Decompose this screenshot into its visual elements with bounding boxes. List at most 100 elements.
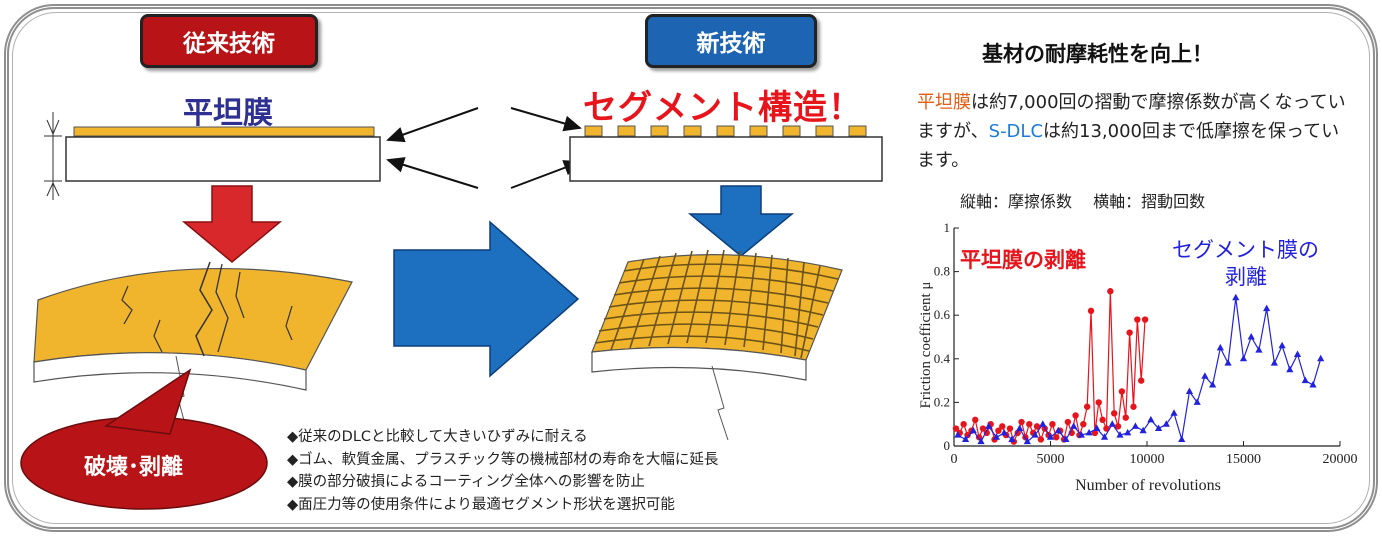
data-point: [1095, 399, 1102, 406]
data-point: [985, 422, 993, 429]
data-point: [1000, 428, 1008, 436]
data-point: [1301, 376, 1309, 384]
axis-note: 縦軸：摩擦係数 横軸：摺動回数: [960, 192, 1206, 211]
data-point: [1201, 372, 1209, 379]
y-tick-label: 0.2: [934, 394, 950, 409]
cracked-film-illustration: [33, 261, 353, 391]
data-point: [1064, 418, 1072, 426]
y-tick-label: 1: [944, 220, 951, 235]
inner-frame: [12, 12, 1370, 524]
data-point: [1107, 288, 1114, 295]
data-point: [1110, 410, 1118, 417]
data-point: [1118, 388, 1126, 395]
data-point: [1124, 428, 1132, 436]
data-point: [1162, 420, 1170, 427]
data-point: [1247, 333, 1255, 340]
y-tick-label: 0.6: [934, 307, 951, 322]
data-point: [1293, 350, 1302, 357]
data-point: [1216, 343, 1224, 351]
data-point: [1023, 437, 1031, 445]
annotation-flat-peel: 平坦膜の剥離: [960, 248, 1086, 272]
data-point: [1178, 435, 1186, 442]
data-point: [1053, 434, 1060, 441]
data-point: [1193, 398, 1201, 405]
data-point: [1018, 418, 1025, 426]
data-point: [1130, 403, 1137, 410]
annotation-segment-peel-2: 剥離: [1225, 265, 1267, 289]
feature-item: ◆従来のDLCと比較して大きいひずみに耐える: [287, 429, 588, 445]
data-point: [995, 427, 1002, 434]
desc-flat: 平坦膜: [917, 92, 971, 113]
pointer-arrow: [386, 107, 479, 143]
data-point: [960, 421, 967, 428]
new-tech-badge: 新技術: [645, 14, 817, 68]
data-point: [1114, 423, 1122, 430]
data-point: [1239, 354, 1248, 362]
data-point: [1138, 377, 1145, 384]
data-point: [1062, 435, 1070, 442]
data-point: [999, 423, 1006, 430]
conventional-tech-badge: 従来技術: [140, 14, 318, 68]
data-point: [1232, 293, 1240, 301]
x-tick-label: 20000: [1323, 452, 1358, 467]
flat-substrate: [65, 136, 381, 182]
big-right-arrow: [393, 220, 580, 378]
feature-item: ◆膜の部分破損によるコーティング全体への影響を防止: [287, 474, 645, 490]
data-point: [1278, 341, 1286, 349]
data-point: [961, 435, 970, 442]
data-point: [992, 433, 1001, 440]
data-point: [1224, 359, 1232, 366]
feature-item: ◆ゴム、軟質金属、プラスチック等の機械部材の寿命を大幅に延長: [287, 451, 719, 468]
data-point: [1054, 426, 1062, 434]
data-point: [1016, 424, 1024, 432]
segment-structure-label: セグメント構造！: [583, 88, 863, 128]
data-point: [1093, 424, 1101, 432]
data-point: [1126, 329, 1133, 336]
x-tick-label: 0: [951, 452, 958, 467]
data-point: [1099, 416, 1106, 424]
data-point: [1139, 426, 1147, 434]
segment-film-layer: [584, 125, 867, 137]
desc-text-1: は約7,000回の摺動で摩擦係数が高くなっていますが、: [917, 92, 1346, 142]
data-point: [1185, 387, 1194, 394]
data-point: [1091, 429, 1099, 437]
data-point: [1122, 414, 1129, 421]
feature-list: ◆従来のDLCと比較して大きいひずみに耐える ◆ゴム、軟質金属、プラスチック等の…: [287, 426, 718, 516]
flat-film-layer: [73, 126, 375, 137]
description: 平坦膜は約7,000回の摺動で摩擦係数が高くなっていますが、S-DLCは約13,…: [917, 88, 1357, 175]
data-point: [977, 437, 985, 445]
data-point: [1083, 403, 1091, 410]
y-tick-label: 0.8: [934, 264, 950, 279]
data-point: [1147, 415, 1155, 423]
pointer-arrow: [510, 160, 582, 189]
data-point: [1077, 431, 1085, 438]
data-point: [1008, 435, 1016, 442]
data-point: [1134, 316, 1141, 323]
data-point: [1026, 421, 1033, 428]
data-point: [1209, 380, 1217, 388]
data-point: [1037, 436, 1045, 443]
data-point: [1131, 422, 1140, 429]
destroy-label: 破壊･剥離: [84, 455, 184, 480]
data-point: [1154, 424, 1163, 432]
data-point: [952, 425, 960, 432]
y-tick-label: 0.4: [934, 351, 951, 366]
data-point: [1100, 433, 1109, 440]
series-line: [955, 291, 1146, 444]
data-point: [1170, 409, 1178, 416]
data-point: [1046, 433, 1055, 440]
data-point: [1033, 423, 1041, 430]
data-point: [1080, 421, 1087, 428]
data-point: [1317, 354, 1325, 362]
data-point: [1270, 359, 1278, 366]
feature-item: ◆面圧力等の使用条件により最適セグメント形状を選択可能: [287, 496, 675, 513]
red-down-arrow: [181, 185, 283, 263]
data-point: [1049, 421, 1056, 428]
data-point: [1072, 412, 1079, 419]
data-point: [969, 426, 977, 434]
heading: 基材の耐摩耗性を向上！: [982, 42, 1213, 66]
y-tick-label: 0: [944, 438, 951, 453]
pointer-arrow: [510, 107, 582, 132]
